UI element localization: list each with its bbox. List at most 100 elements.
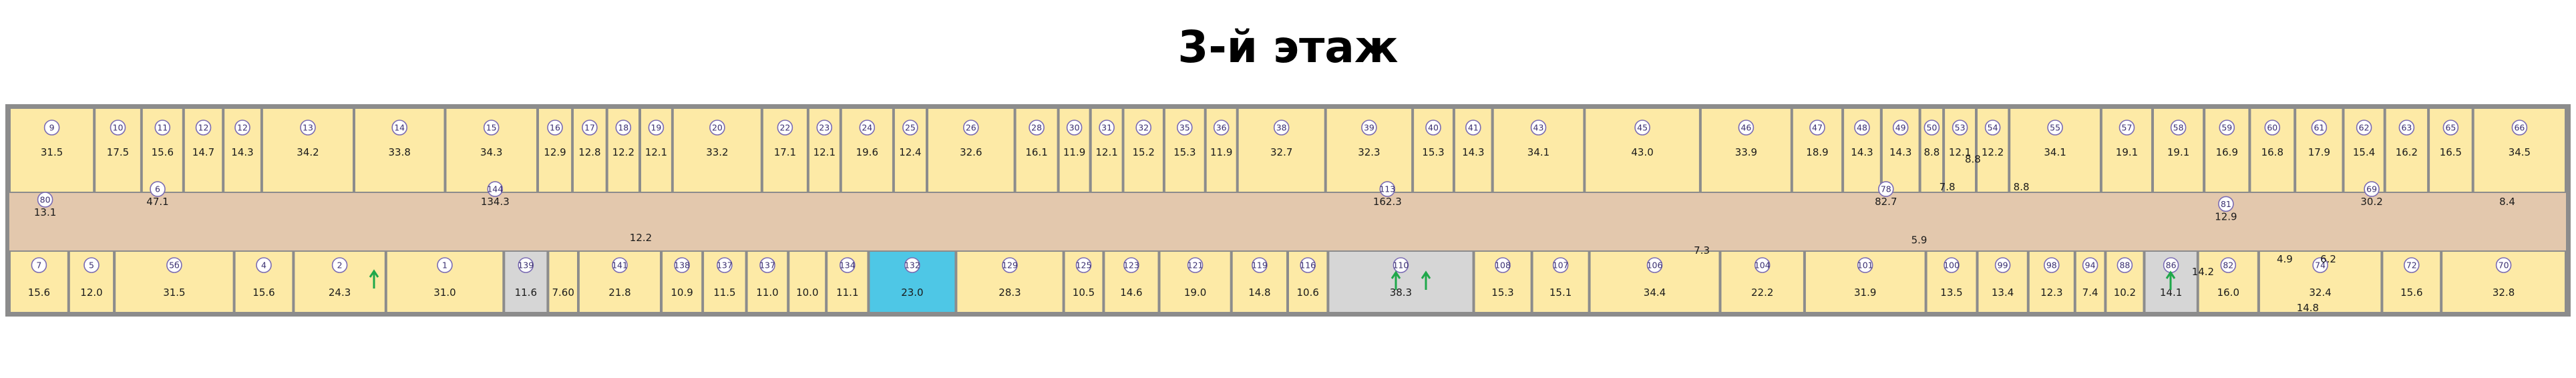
room-number-label: 74 (2315, 260, 2326, 270)
room-area-label: 10.2 (2114, 287, 2136, 299)
room-area-label: 22.2 (1751, 287, 1773, 299)
room-area-label: 16.2 (2396, 146, 2418, 158)
room-number-marker (1123, 257, 1139, 273)
room-number-marker (1361, 120, 1377, 136)
corridor-number-label: 81 (2221, 199, 2231, 209)
room-number-marker (2311, 120, 2328, 136)
room-number-label: 60 (2267, 123, 2277, 133)
room-area-label: 14.3 (1889, 146, 1911, 158)
room-number-label: 12 (198, 123, 209, 133)
room-number-marker (483, 120, 500, 136)
room-area-label: 11.6 (515, 287, 537, 299)
corridor-area-label: 30.2 (2360, 196, 2382, 208)
room-number-label: 139 (518, 260, 534, 270)
room-number-label: 38 (1276, 123, 1287, 133)
room-number-label: 31 (1101, 123, 1112, 133)
stairs-up-arrow-icon (1421, 270, 1431, 290)
room-number-label: 22 (779, 123, 790, 133)
room-number-marker (902, 120, 918, 136)
room-area-label: 19.6 (856, 146, 878, 158)
room-number-label: 62 (2359, 123, 2370, 133)
room-number-marker (2495, 257, 2512, 273)
room-number-marker (1495, 257, 1511, 273)
room-number-label: 12 (237, 123, 248, 133)
main-corridor (9, 193, 2566, 250)
room-number-marker (1854, 120, 1870, 136)
room-area-label: 31.0 (433, 287, 455, 299)
room-number-marker (391, 120, 408, 136)
room-number-marker (2220, 257, 2237, 273)
room-number-label: 66 (2514, 123, 2525, 133)
room-area-label: 11.1 (836, 287, 858, 299)
room-area-label: 33.2 (706, 146, 728, 158)
room-area-label: 11.0 (756, 287, 778, 299)
corridor-area-label: 14.2 (2192, 266, 2214, 278)
room-number-marker (777, 120, 793, 136)
corridor-area-label: 134.3 (481, 196, 510, 208)
room-number-marker (1984, 120, 2001, 136)
room-area-label: 16.8 (2261, 146, 2283, 158)
room-number-label: 110 (1393, 260, 1409, 270)
room-area-label: 31.5 (163, 287, 185, 299)
room-number-marker (2170, 120, 2187, 136)
room-number-label: 46 (1740, 123, 1751, 133)
corridor-area-label: 12.9 (2215, 210, 2237, 222)
room-number-label: 39 (1364, 123, 1374, 133)
room-number-label: 45 (1637, 123, 1648, 133)
room-number-marker (300, 120, 316, 136)
room-number-label: 134 (840, 260, 856, 270)
room-number-label: 61 (2314, 123, 2324, 133)
room-number-label: 16 (550, 123, 560, 133)
room-area-label: 14.3 (1851, 146, 1873, 158)
room-area-label: 15.1 (1549, 287, 1572, 299)
corridor-number-marker (37, 192, 53, 208)
room-number-label: 99 (1998, 260, 2008, 270)
room-number-marker (1075, 257, 1092, 273)
room-area-label: 34.1 (1527, 146, 1549, 158)
room-area-label: 34.4 (1644, 287, 1666, 299)
room-number-marker (1099, 120, 1115, 136)
room-number-label: 57 (2122, 123, 2133, 133)
room-area-label: 16.1 (1025, 146, 1047, 158)
room-number-label: 15 (486, 123, 497, 133)
room-number-marker (195, 120, 212, 136)
room-area-label: 23.0 (901, 287, 923, 299)
room-area-label: 12.8 (578, 146, 600, 158)
room-area-label: 10.5 (1073, 287, 1095, 299)
room-number-marker (2442, 120, 2459, 136)
corridor-area-label: 5.9 (1911, 234, 1927, 246)
room-area-label: 10.9 (671, 287, 693, 299)
room-area-label: 19.1 (2116, 146, 2138, 158)
corridor-area-label: 82.7 (1875, 196, 1897, 208)
room-number-marker (1465, 120, 1481, 136)
room-area-label: 15.3 (1491, 287, 1513, 299)
room-number-label: 100 (1944, 260, 1960, 270)
room-number-marker (1273, 120, 1290, 136)
room-number-label: 141 (612, 260, 628, 270)
room-number-marker (2398, 120, 2415, 136)
room-number-marker (674, 257, 690, 273)
corridor-number-label: 80 (40, 195, 51, 205)
room-number-marker (110, 120, 126, 136)
room-area-label: 12.2 (1982, 146, 2004, 158)
room-area-label: 12.2 (612, 146, 634, 158)
room-number-marker (2312, 257, 2328, 273)
room-area-label: 13.5 (1940, 287, 1962, 299)
bottom-room-unnamed-7[interactable] (549, 252, 577, 312)
corridor-area-label: 7.3 (1694, 244, 1710, 256)
room-number-label: 2 (337, 260, 343, 270)
room-number-label: 7 (36, 260, 41, 270)
corridor-number-marker (1379, 181, 1396, 197)
room-area-label: 8.8 (1923, 146, 1940, 158)
corridor-area-label: 6.2 (2320, 253, 2336, 265)
bottom-room-unnamed-12[interactable] (789, 252, 825, 312)
room-number-marker (1944, 257, 1960, 273)
room-number-label: 137 (759, 260, 775, 270)
room-number-marker (234, 120, 250, 136)
room-area-label: 12.9 (544, 146, 566, 158)
room-number-label: 55 (2050, 123, 2060, 133)
room-number-label: 4 (261, 260, 266, 270)
room-area-label: 15.3 (1173, 146, 1195, 158)
room-number-marker (2404, 257, 2420, 273)
